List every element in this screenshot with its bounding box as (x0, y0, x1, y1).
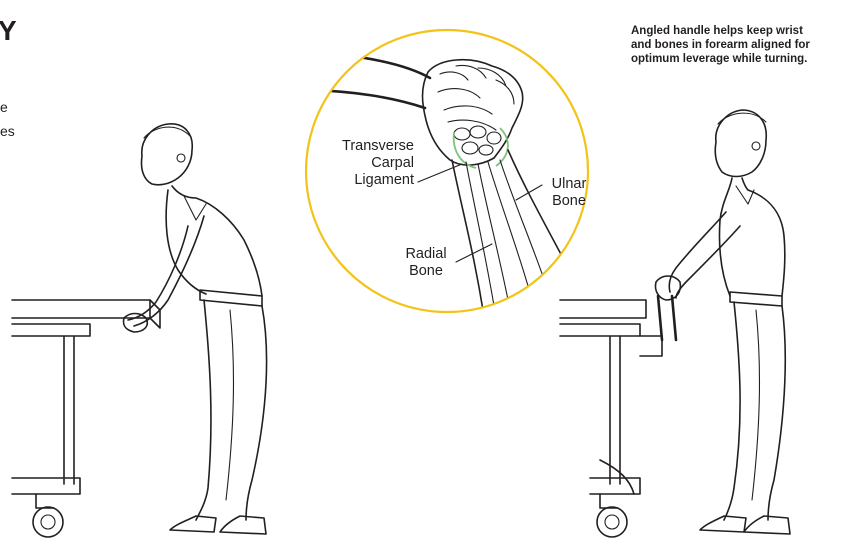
callout-ulnar: Ulnar (544, 176, 594, 193)
right-cart-leg (610, 336, 620, 484)
angled-handle-back (672, 296, 676, 340)
finger-bone-1 (440, 72, 468, 80)
left-belt (200, 290, 262, 306)
handle-tube-bottom-edge (300, 90, 425, 108)
carpal-bone-3 (487, 132, 501, 144)
right-cart-top (560, 300, 646, 318)
callout-ligament: Ligament (314, 172, 414, 189)
left-leg-seam (226, 310, 233, 500)
left-shoe-front (170, 516, 216, 532)
right-arm-inner (676, 226, 740, 298)
forearm-outline-right (508, 150, 590, 310)
left-arm-inner (128, 226, 188, 320)
carpal-bone-1 (454, 128, 470, 140)
callout-ulnar-bone: Ulnar Bone (544, 176, 594, 210)
left-cart-base (12, 478, 80, 494)
right-caster-wheel (597, 507, 627, 537)
left-collar (184, 196, 206, 220)
left-caster-fork (36, 494, 54, 508)
right-figure-angled-handle (560, 110, 790, 537)
callout-transverse: Transverse (314, 138, 414, 155)
right-hand (655, 276, 680, 300)
right-cart-rail (560, 324, 640, 336)
left-cart-leg (64, 336, 74, 484)
carpal-bone-2 (470, 126, 486, 138)
ulnar-leader-line (516, 185, 542, 200)
forearm-outline-left (452, 160, 486, 330)
knuckle-row-1 (438, 89, 480, 98)
right-shoe-back (744, 516, 790, 534)
right-caster-hub (605, 515, 619, 529)
left-hair (144, 127, 190, 138)
right-cart-brace (600, 460, 634, 494)
left-figure-flat-cart (12, 124, 267, 537)
carpal-bone-5 (479, 145, 493, 155)
right-leg-back (768, 306, 785, 520)
right-leg-seam (752, 310, 759, 500)
left-arm-outer (134, 216, 204, 326)
left-leg-front (196, 300, 211, 520)
left-chest (166, 190, 206, 294)
left-caster-hub (41, 515, 55, 529)
knuckle-row-2 (444, 106, 492, 114)
left-cart-rail (12, 324, 90, 336)
right-belt (730, 292, 782, 306)
handle-bracket (640, 336, 662, 356)
finger-bone-2 (456, 66, 486, 79)
right-leg-front (724, 302, 740, 520)
callout-transverse-carpal-ligament: Transverse Carpal Ligament (314, 138, 414, 189)
right-collar (736, 186, 754, 204)
carpal-bone-4 (462, 142, 478, 154)
callout-radial-bone: Radial Bone (398, 246, 454, 280)
callout-carpal: Carpal (314, 155, 414, 172)
callout-radial-bone-word: Bone (398, 263, 454, 280)
right-shoe-front (700, 516, 746, 532)
left-ear (177, 154, 185, 162)
right-ear (752, 142, 760, 150)
right-back (742, 178, 785, 296)
left-leg-back (246, 306, 267, 520)
right-caster-fork (600, 494, 618, 508)
left-shoe-back (220, 516, 266, 534)
callout-ulnar-bone-word: Bone (544, 193, 594, 210)
callout-radial: Radial (398, 246, 454, 263)
angled-handle-front (658, 296, 662, 340)
left-caster-wheel (33, 507, 63, 537)
